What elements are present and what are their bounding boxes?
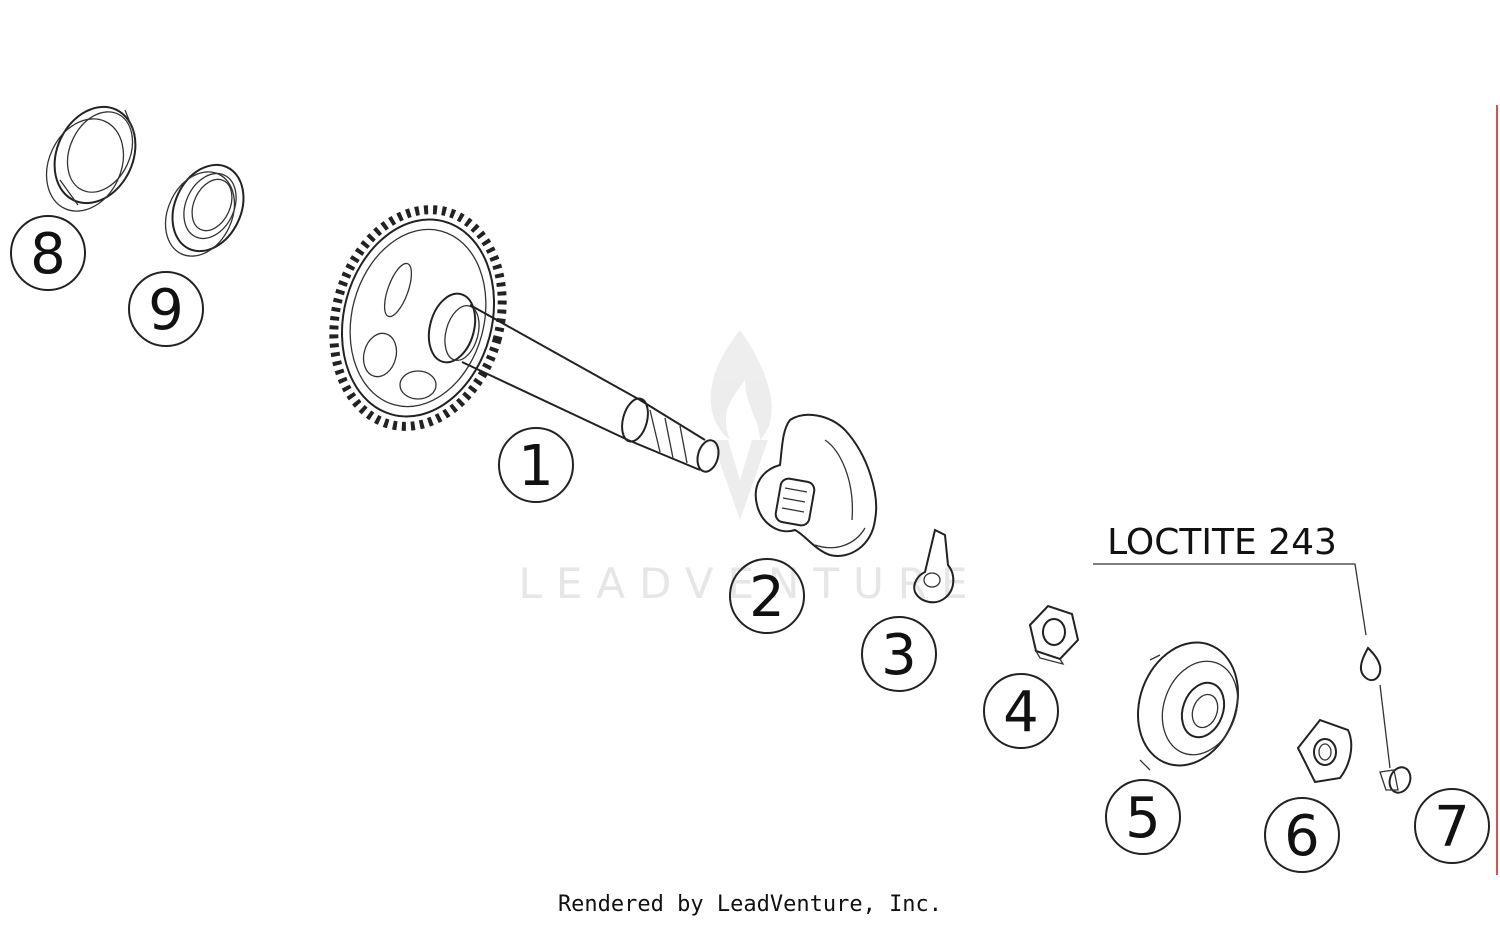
part-3-lock-plate <box>913 528 955 604</box>
svg-text:4: 4 <box>1003 680 1039 745</box>
callout-9: 9 <box>128 271 204 347</box>
footer-credit: Rendered by LeadVenture, Inc. <box>557 892 943 917</box>
part-9-shaft-seal <box>164 163 245 257</box>
svg-text:5: 5 <box>1125 786 1161 851</box>
part-5-ball-bearing <box>1137 641 1239 771</box>
callout-1: 1 <box>498 427 574 503</box>
svg-text:8: 8 <box>30 222 66 287</box>
loctite-note: LOCTITE 243 <box>1093 522 1367 636</box>
svg-text:9: 9 <box>148 278 184 343</box>
part-1-gear-shaft <box>329 205 720 473</box>
flame-logo-icon <box>710 330 772 520</box>
part-6-retaining-plate <box>1296 718 1353 784</box>
loctite-label: LOCTITE 243 <box>1107 522 1337 563</box>
svg-text:2: 2 <box>749 565 785 630</box>
callout-3: 3 <box>861 616 937 692</box>
callout-8: 8 <box>10 215 86 291</box>
part-8-bearing-ring <box>45 105 137 212</box>
callout-2: 2 <box>729 558 805 634</box>
callout-6: 6 <box>1264 797 1340 873</box>
loctite-drop-icon <box>1360 646 1382 682</box>
svg-text:3: 3 <box>881 623 917 688</box>
svg-text:6: 6 <box>1284 804 1320 869</box>
callout-4: 4 <box>983 673 1059 749</box>
part-2-kick-lever <box>754 413 878 557</box>
svg-text:1: 1 <box>518 434 554 499</box>
callouts: 1 2 3 4 5 6 7 8 <box>10 215 1490 873</box>
svg-text:7: 7 <box>1434 795 1470 860</box>
part-7-screw <box>1360 646 1412 794</box>
callout-5: 5 <box>1105 779 1181 855</box>
callout-7: 7 <box>1414 788 1490 864</box>
part-4-hex-nut <box>1028 604 1080 666</box>
